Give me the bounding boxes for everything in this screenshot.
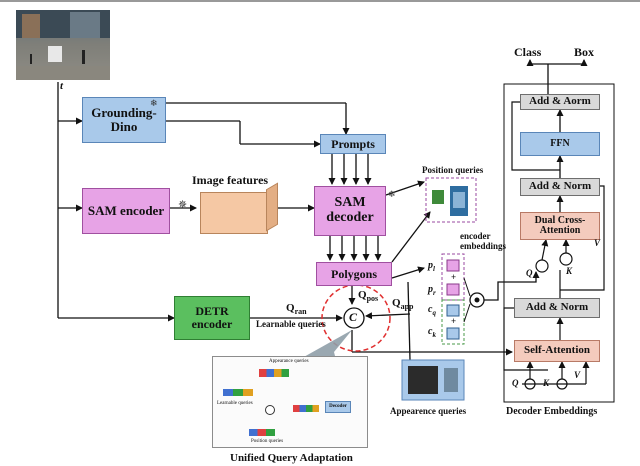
q-ran-label: Qran (286, 302, 307, 316)
appearance-queries-label: Appearence queries (390, 406, 467, 416)
grounding-dino-label: Grounding-Dino (91, 105, 157, 134)
learnable-queries-label: Learnable queries (256, 319, 326, 329)
snowflake-icon: ❄ (150, 99, 158, 109)
sam-encoder-label: SAM encoder (87, 203, 165, 219)
class-label: Class (514, 45, 542, 59)
q-app-letter: Q (392, 297, 401, 309)
self-v-label: V (574, 370, 581, 380)
grounding-dino-box[interactable]: Grounding-Dino (82, 97, 166, 143)
image-features-depth (266, 182, 278, 232)
cc-plus-bottom: + (451, 316, 457, 326)
uqa-label: Unified Query Adaptation (230, 452, 353, 464)
sam-encoder-box[interactable]: SAM encoder (82, 188, 170, 234)
uqa-decoder-label: Decoder (329, 404, 347, 410)
add-aorm-label: Add & Aorm (529, 95, 591, 108)
polygons-box[interactable]: Polygons (316, 262, 392, 286)
encoder-embeddings-text: encoder embeddings (460, 231, 507, 251)
snowflake-icon: ❄ (388, 190, 396, 200)
position-queries-label: Position queries (422, 165, 484, 175)
uqa-concat-icon (265, 405, 275, 415)
dual-cross-attention-label: Dual Cross-Attention (534, 214, 586, 236)
cq-sub: q (432, 309, 436, 317)
cross-v-label: V (594, 238, 601, 248)
image-features-label: Image features (192, 173, 269, 187)
concat-icon (343, 307, 365, 329)
ck-label: ck (428, 326, 436, 339)
uqa-app-tokens (259, 369, 289, 377)
polygons-label: Polygons (330, 266, 377, 281)
ck-letter: c (428, 326, 433, 337)
ck-sub: k (432, 331, 436, 339)
self-attention-box[interactable]: Self-Attention (514, 340, 600, 362)
uqa-appearance-label: Appearance queries (269, 359, 309, 364)
q-pos-sub: pos (366, 294, 379, 304)
q-app-label: Qapp (392, 297, 413, 311)
uqa-pos-tokens (249, 429, 275, 436)
unified-query-highlight (321, 284, 391, 352)
add-norm-top-label: Add & Norm (528, 180, 592, 193)
ffn-label: FFN (550, 137, 570, 149)
q-pos-label: Qpos (358, 289, 378, 303)
add-norm-top-box[interactable]: Add & Norm (520, 178, 600, 196)
ffn-box[interactable]: FFN (520, 132, 600, 156)
detr-encoder-label: DETR encoder (191, 304, 233, 331)
concat-symbol: C (349, 310, 358, 324)
input-time-label: t (60, 80, 64, 92)
self-q-label: Q (512, 378, 519, 388)
pp-plus-top: + (451, 272, 457, 282)
uqa-position-label: Position queries (251, 439, 284, 444)
pr-sub: r (433, 289, 436, 297)
q-pos-letter: Q (358, 289, 367, 301)
self-k-label: K (543, 378, 550, 388)
q-ran-sub: ran (294, 307, 307, 317)
uqa-learn-tokens (223, 389, 253, 396)
pr-label: pr (428, 284, 436, 297)
concat-icon (559, 252, 573, 266)
pr-letter: p (428, 284, 433, 295)
input-frame-image (16, 10, 110, 80)
concat-icon (535, 259, 549, 273)
prompts-box[interactable]: Prompts (320, 134, 386, 154)
dual-cross-attention-box[interactable]: Dual Cross-Attention (520, 212, 600, 240)
cross-q-label: Q (526, 268, 533, 278)
cq-letter: c (428, 304, 433, 315)
uqa-inset: Appearance queries Learnable queries Dec… (212, 356, 368, 448)
cq-label: cq (428, 304, 436, 317)
add-norm-bottom-label: Add & Norm (525, 301, 589, 314)
image-features-block (200, 192, 268, 234)
pl-sub: l (433, 265, 435, 273)
add-aorm-box[interactable]: Add & Aorm (520, 94, 600, 110)
cross-k-label: K (566, 266, 573, 276)
encoder-embeddings-label: encoder embeddings (460, 231, 520, 252)
q-app-sub: app (400, 302, 414, 312)
sam-decoder-box[interactable]: SAM decoder (314, 186, 386, 236)
decoder-embeddings-label: Decoder Embeddings (506, 406, 598, 417)
prompts-label: Prompts (331, 136, 375, 151)
uqa-decoder-box: Decoder (325, 401, 351, 413)
uqa-learnable-label: Learnable queries (217, 401, 253, 406)
pl-letter: p (428, 260, 433, 271)
sam-decoder-label: SAM decoder (326, 195, 374, 225)
flame-icon: ✵ (178, 198, 188, 211)
q-ran-letter: Q (286, 302, 295, 314)
self-attention-label: Self-Attention (524, 344, 590, 357)
detr-encoder-box[interactable]: DETR encoder (174, 296, 250, 340)
pl-label: pl (428, 260, 435, 273)
add-norm-bottom-box[interactable]: Add & Norm (514, 298, 600, 318)
box-label: Box (574, 45, 595, 59)
uqa-merged-tokens (293, 405, 319, 412)
